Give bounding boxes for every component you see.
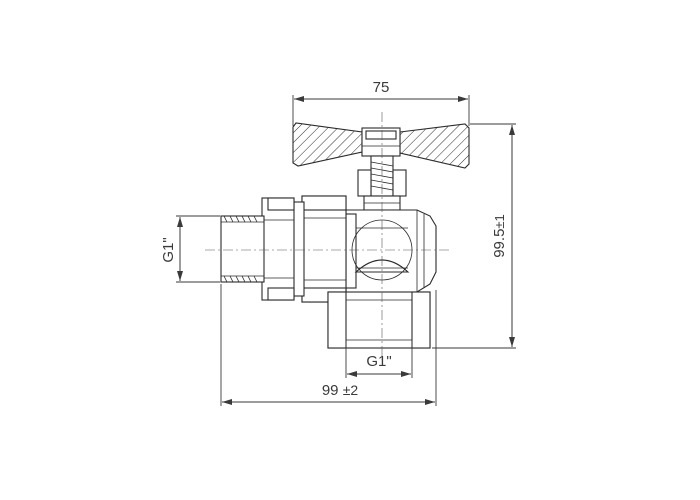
dimension-outlet-thread: G1" — [345, 340, 413, 378]
inlet-thread-marks — [223, 215, 258, 283]
overall-length-label: 99 ±2 — [322, 382, 359, 399]
dimension-height: 99.5±1 — [432, 123, 516, 349]
height-label: 99.5±1 — [491, 214, 508, 258]
valve-housing — [345, 209, 437, 293]
valve-body — [205, 112, 470, 360]
dimension-handle-width: 75 — [292, 79, 470, 126]
dimension-overall-length: 99 ±2 — [220, 284, 437, 406]
valve-ball — [354, 259, 410, 273]
dimension-inlet-thread: G1" — [160, 215, 220, 283]
handle-right-wing — [399, 123, 470, 169]
inlet-thread-label: G1" — [160, 237, 177, 262]
outlet-thread-label: G1" — [366, 353, 391, 370]
union-nut — [301, 195, 347, 303]
inlet-nipple — [220, 215, 265, 283]
handle-left-wing — [292, 122, 363, 167]
handle-width-label: 75 — [373, 79, 390, 96]
